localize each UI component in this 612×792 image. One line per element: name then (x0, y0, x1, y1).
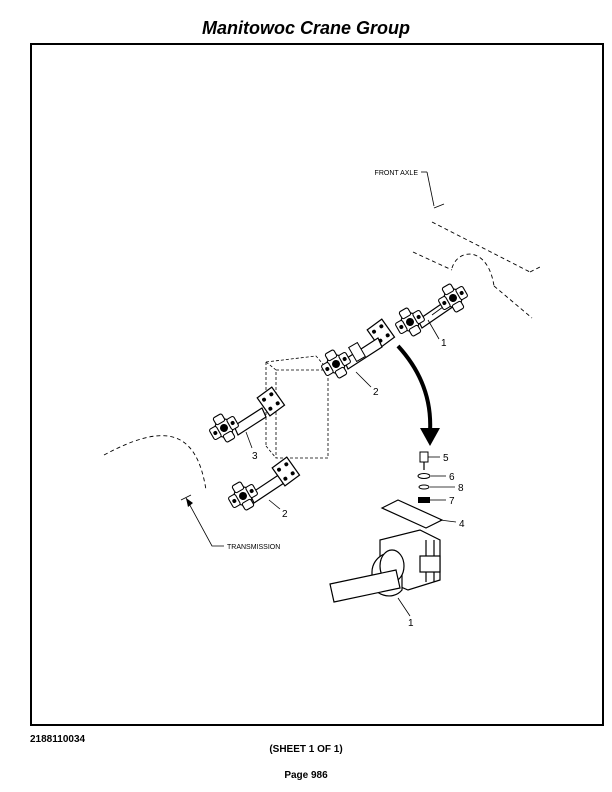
front-axle-outline (412, 221, 543, 319)
drawing-frame (30, 43, 604, 726)
document-number: 2188110034 (30, 734, 86, 745)
page-number: Page 986 (284, 770, 328, 781)
driveshaft-1 (390, 278, 473, 342)
transmission-outline (103, 435, 207, 491)
center-bearing (329, 499, 444, 603)
hardware-stack (417, 451, 431, 503)
driveshaft-3 (204, 385, 287, 448)
callout-1-bearing: 1 (408, 618, 414, 629)
callout-3: 3 (252, 451, 258, 462)
callout-leaders (245, 319, 457, 617)
callout-5: 5 (443, 453, 449, 464)
transmission-label: TRANSMISSION (227, 544, 280, 551)
driveshaft-2-lower (223, 455, 302, 516)
callout-1-top: 1 (441, 338, 447, 349)
detail-arrow (396, 344, 440, 446)
driveshaft-2-upper (316, 337, 383, 384)
callout-4: 4 (459, 519, 465, 530)
callout-8: 8 (458, 483, 464, 494)
transmission-leader (185, 497, 224, 547)
front-axle-label: FRONT AXLE (375, 170, 419, 177)
callout-7: 7 (449, 496, 455, 507)
sheet-indicator: (SHEET 1 OF 1) (269, 744, 343, 755)
frame-crossmember-outline (265, 355, 329, 459)
callout-2-lower: 2 (282, 509, 288, 520)
page-title: Manitowoc Crane Group (201, 18, 410, 38)
callout-2-middle: 2 (373, 387, 379, 398)
callout-6: 6 (449, 472, 455, 483)
